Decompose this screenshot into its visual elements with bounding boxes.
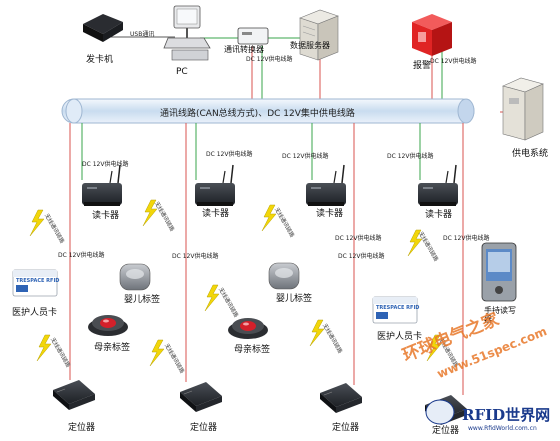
drop-lines [69, 123, 464, 395]
bus-label: 通讯线路(CAN总线方式)、DC 12V集中供电线路 [160, 109, 355, 119]
dc-line-label-3: DC 12V供电线路 [82, 161, 129, 168]
reader-label-3: 读卡器 [316, 209, 344, 219]
dc-line-label-9: DC 12V供电线路 [338, 253, 385, 260]
mother-tag-label-1: 母亲标签 [94, 343, 131, 353]
dc-line-label-10: DC 12V供电线路 [172, 253, 219, 260]
handheld-label: 手持读写器 [484, 306, 516, 325]
alarm-label: 报警 [413, 61, 432, 71]
dc-line-label-7: DC 12V供电线路 [335, 235, 382, 242]
wireless-bolt-1 [29, 209, 45, 237]
dc-line-label-5: DC 12V供电线路 [282, 153, 329, 160]
card-brand-2: TRESPACE RFID [376, 305, 420, 311]
server-label: 数据服务器 [290, 41, 330, 50]
pc-device [163, 5, 211, 61]
communication-bus [61, 98, 475, 124]
baby-tag-device-1 [119, 263, 151, 291]
server-device [299, 9, 339, 61]
converter-label: 通讯转换器 [224, 45, 264, 54]
baby-tag-label-1: 婴儿标签 [124, 295, 161, 305]
baby-tag-label-2: 婴儿标签 [276, 294, 313, 304]
locator-label-2: 定位器 [190, 423, 218, 433]
locator-device-3 [319, 382, 363, 414]
baby-tag-device-2 [268, 262, 300, 290]
locator-label-3: 定位器 [332, 423, 360, 433]
locator-label-1: 定位器 [68, 423, 96, 433]
dc-line-label-2: DC 12V供电线路 [430, 58, 477, 65]
power-system-device [502, 77, 544, 141]
pc-label: PC [176, 67, 188, 77]
top-connections [97, 36, 520, 113]
reader-label-1: 读卡器 [92, 211, 120, 221]
staff-card-label-2: 医护人员卡 [377, 332, 423, 342]
reader-device-2 [194, 164, 236, 207]
power-label: 供电系统 [512, 149, 549, 159]
rfid-world-logo [425, 399, 455, 425]
reader-device-1 [81, 164, 123, 207]
dc-line-label-6: DC 12V供电线路 [387, 153, 434, 160]
mother-tag-device-2 [228, 318, 268, 339]
mother-tag-label-2: 母亲标签 [234, 345, 271, 355]
mother-tag-device-1 [88, 315, 128, 336]
locator-device-1 [52, 379, 96, 411]
reader-label-4: 读卡器 [425, 210, 453, 220]
watermark-rfid-url: www.RfidWorld.com.cn [468, 425, 537, 432]
locator-device-2 [179, 381, 223, 413]
usb-label: USB通讯 [130, 31, 155, 38]
dc-line-label-4: DC 12V供电线路 [206, 151, 253, 158]
reader-device-4 [417, 164, 459, 207]
handheld-reader-device [481, 242, 517, 302]
wireless-bolt-8 [309, 319, 325, 347]
converter-device [237, 27, 269, 45]
alarm-device [412, 14, 452, 56]
locator-label-4: 定位器 [432, 426, 460, 436]
card-issuer-label: 发卡机 [86, 55, 114, 65]
card-issuer-device [83, 14, 123, 42]
dc-line-label-8: DC 12V供电线路 [443, 235, 490, 242]
wireless-bolt-6 [149, 339, 165, 367]
reader-label-2: 读卡器 [202, 209, 230, 219]
dc-line-label-1: DC 12V供电线路 [246, 56, 293, 63]
card-brand-1: TRESPACE RFID [16, 278, 60, 284]
dc-line-label-11: DC 12V供电线路 [58, 252, 105, 259]
staff-card-label-1: 医护人员卡 [12, 308, 58, 318]
watermark-rfid-world: RFID世界网 [462, 406, 551, 424]
